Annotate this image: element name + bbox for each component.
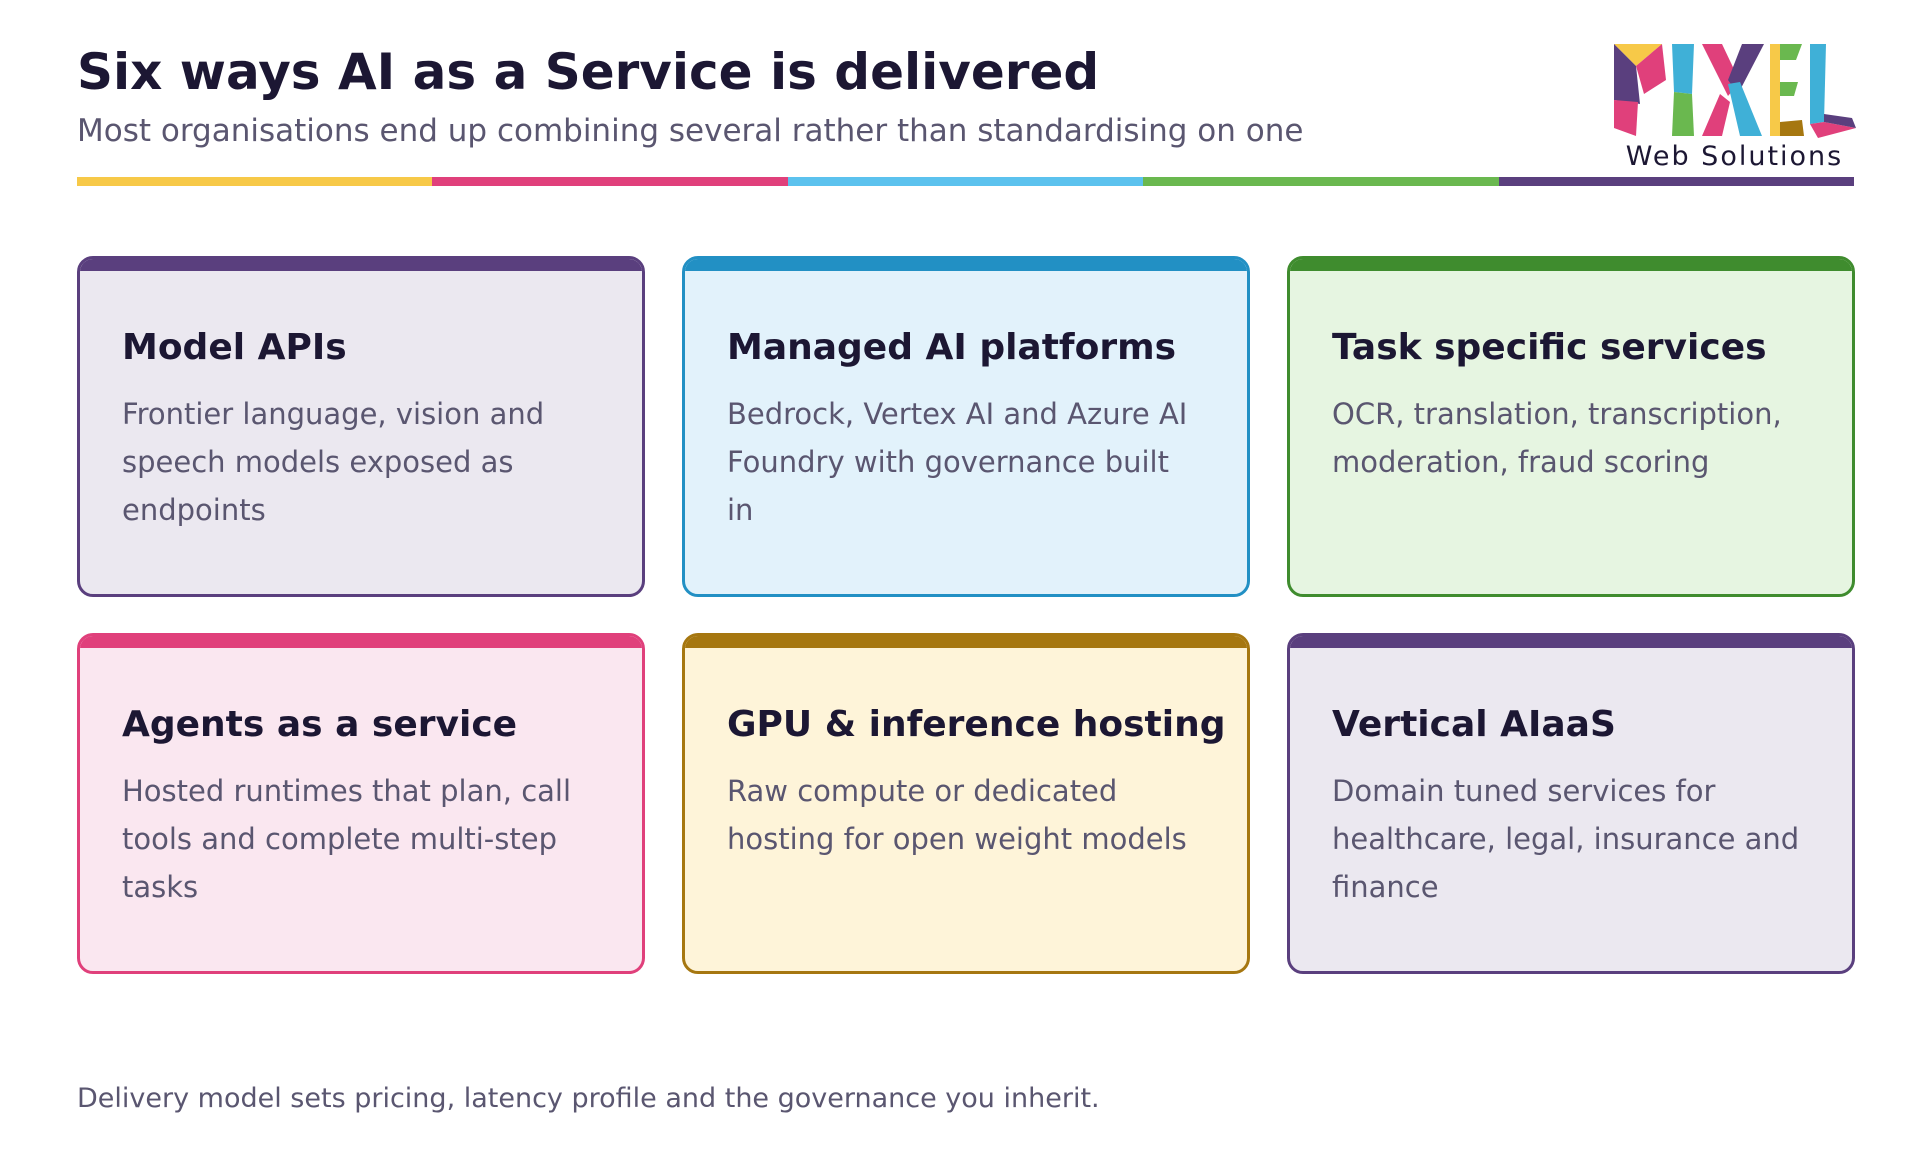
divider-segment (77, 177, 433, 186)
card-agents-as-a-service: Agents as a service Hosted runtimes that… (77, 633, 645, 974)
page-subtitle: Most organisations end up combining seve… (77, 113, 1304, 149)
pixel-wordmark-logo (1614, 44, 1856, 138)
card-task-specific-services: Task specific services OCR, translation,… (1287, 256, 1855, 597)
card-managed-ai-platforms: Managed AI platforms Bedrock, Vertex AI … (682, 256, 1250, 597)
card-description: Raw compute or dedicated hosting for ope… (727, 774, 1187, 856)
card-vertical-aiaas: Vertical AIaaS Domain tuned services for… (1287, 633, 1855, 974)
card-accent-bar (1290, 259, 1852, 271)
card-title: Managed AI platforms (727, 327, 1177, 368)
divider-segment (1143, 177, 1499, 186)
divider-segment (1498, 177, 1855, 186)
card-accent-bar (1290, 636, 1852, 648)
card-title: Agents as a service (122, 704, 518, 745)
logo-tagline: Web Solutions (1625, 141, 1844, 172)
card-accent-bar (685, 636, 1247, 648)
page-title: Six ways AI as a Service is delivered (77, 43, 1100, 101)
card-accent-bar (80, 636, 642, 648)
card-description: Frontier language, vision and speech mod… (122, 397, 545, 527)
company-logo: Web Solutions (1612, 44, 1857, 174)
header-divider (77, 177, 1855, 186)
card-description: Hosted runtimes that plan, call tools an… (122, 774, 572, 904)
card-title: Task specific services (1332, 327, 1767, 368)
card-accent-bar (80, 259, 642, 271)
card-title: Model APIs (122, 327, 347, 368)
card-gpu-inference-hosting: GPU & inference hosting Raw compute or d… (682, 633, 1250, 974)
card-description: Domain tuned services for healthcare, le… (1332, 774, 1800, 904)
card-title: Vertical AIaaS (1332, 704, 1616, 745)
divider-segment (787, 177, 1144, 186)
card-title: GPU & inference hosting (727, 704, 1226, 745)
card-description: OCR, translation, transcription, moderat… (1332, 397, 1782, 479)
divider-segment (432, 177, 788, 186)
card-model-apis: Model APIs Frontier language, vision and… (77, 256, 645, 597)
footer-note: Delivery model sets pricing, latency pro… (77, 1083, 1100, 1114)
card-accent-bar (685, 259, 1247, 271)
card-description: Bedrock, Vertex AI and Azure AI Foundry … (727, 397, 1188, 527)
